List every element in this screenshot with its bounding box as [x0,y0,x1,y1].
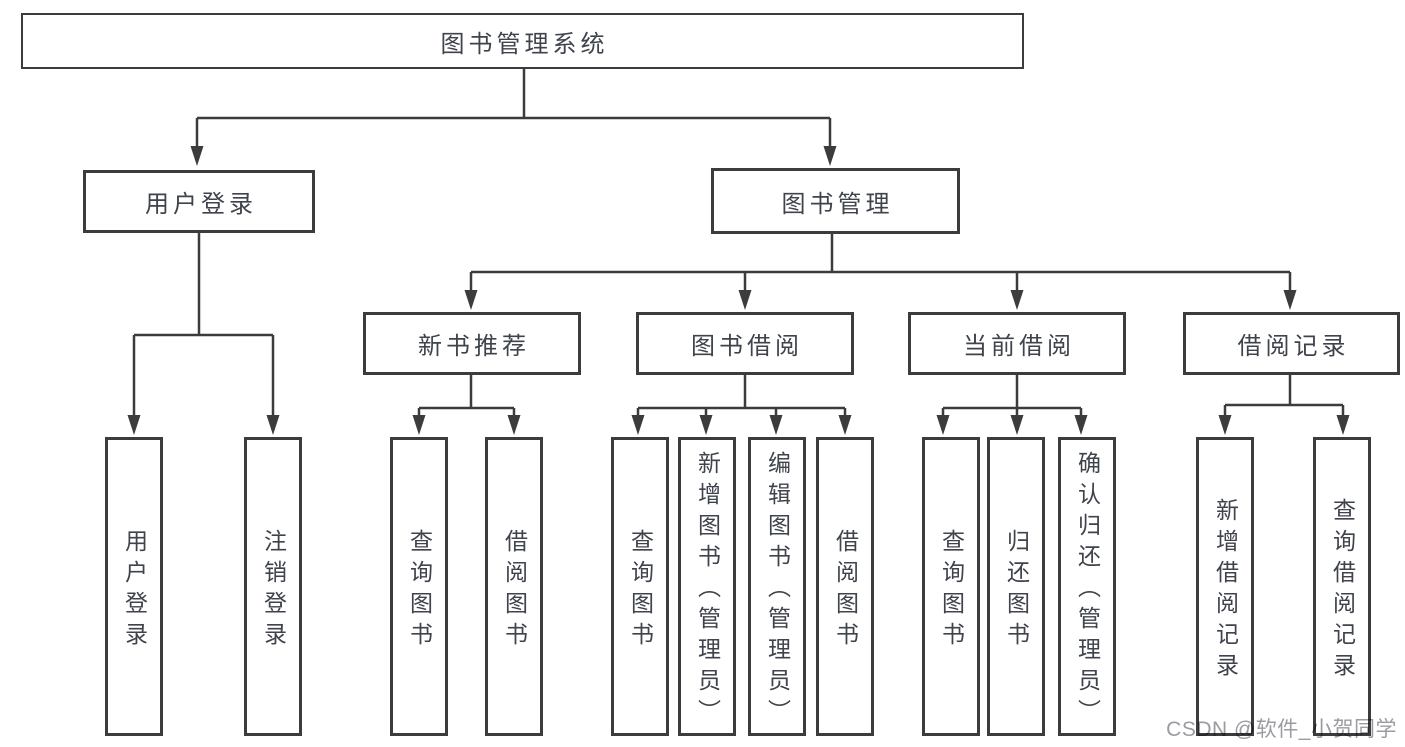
node-user-login-label: 用户登录 [145,191,257,218]
leaf-rec-add-record: 新增借阅记录 [1196,437,1254,736]
leaf-user-login: 用户登录 [105,437,163,736]
node-new-book-recommend: 新书推荐 [363,312,581,375]
node-borrowing-records: 借阅记录 [1183,312,1400,375]
leaf-bw-borrow-book: 借阅图书 [816,437,874,736]
leaf-new-query-book-label: 查询图书 [406,528,433,653]
leaf-rec-query-record-label: 查询借阅记录 [1329,497,1356,684]
node-root-label: 图书管理系统 [440,30,609,58]
leaf-bw-query-book-label: 查询图书 [627,528,654,653]
leaf-user-login-label: 用户登录 [121,528,148,653]
node-book-management: 图书管理 [711,168,960,234]
leaf-rec-query-record: 查询借阅记录 [1313,437,1371,736]
leaf-logout: 注销登录 [244,437,302,736]
leaf-cur-query-book: 查询图书 [922,437,980,736]
leaf-new-borrow-book-label: 借阅图书 [501,528,528,653]
leaf-cur-query-book-label: 查询图书 [938,528,965,653]
leaf-cur-return-book: 归还图书 [987,437,1045,736]
csdn-watermark: CSDN @软件_小贺同学 [1166,718,1397,741]
node-book-borrowing-label: 图书借阅 [691,333,803,360]
leaf-bw-borrow-book-label: 借阅图书 [832,528,859,653]
leaf-bw-query-book: 查询图书 [611,437,669,736]
leaf-cur-confirm-return: 确认归还（管理员） [1058,437,1116,736]
leaf-new-borrow-book: 借阅图书 [485,437,543,736]
leaf-bw-edit-book: 编辑图书（管理员） [748,437,806,736]
leaf-cur-return-book-label: 归还图书 [1003,528,1030,653]
leaf-bw-edit-book-label: 编辑图书（管理员） [764,451,791,730]
node-root: 图书管理系统 [21,13,1024,69]
leaf-new-query-book: 查询图书 [390,437,448,736]
node-current-borrowing-label: 当前借阅 [963,333,1075,360]
node-current-borrowing: 当前借阅 [908,312,1126,375]
leaf-rec-add-record-label: 新增借阅记录 [1212,497,1239,684]
node-user-login: 用户登录 [83,170,315,233]
node-borrowing-records-label: 借阅记录 [1237,333,1350,360]
node-new-book-recommend-label: 新书推荐 [418,333,530,360]
leaf-cur-confirm-return-label: 确认归还（管理员） [1074,451,1101,730]
leaf-bw-add-book-label: 新增图书（管理员） [694,451,721,730]
node-book-management-label: 图书管理 [781,190,894,218]
node-book-borrowing: 图书借阅 [636,312,854,375]
leaf-bw-add-book: 新增图书（管理员） [678,437,736,736]
leaf-logout-label: 注销登录 [260,528,287,653]
